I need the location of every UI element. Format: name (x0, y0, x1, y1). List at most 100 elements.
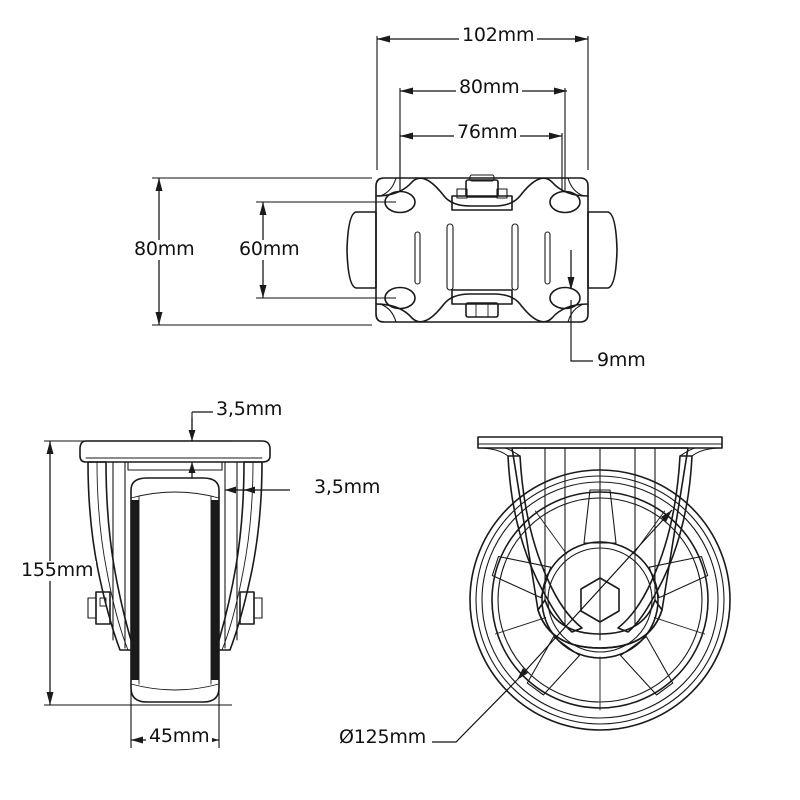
wheel-crown-bottom (130, 683, 220, 691)
axle-bolt-tip-right (253, 597, 263, 619)
fork-leg-left (87, 461, 135, 651)
arrow-60-bottom (259, 285, 267, 298)
arrow-35-top-up (188, 462, 196, 473)
arrow-80h-right (554, 87, 567, 95)
fork-leg-left-inner (96, 461, 129, 651)
spoke-seam-2 (653, 617, 706, 635)
wheel-side-view (432, 436, 731, 743)
wheel-spokes (491, 489, 709, 696)
axle-cap-right (587, 211, 618, 289)
hex-axle-nut (580, 577, 620, 623)
arrow-76-right (549, 132, 562, 140)
wheel-ring-3 (481, 481, 719, 719)
arrow-155-bottom (46, 692, 54, 705)
axle-bolt-facet-left (99, 597, 107, 607)
hub-ring-inner (547, 547, 653, 653)
spoke-seam-5 (534, 510, 567, 555)
diameter-leader-line (516, 509, 673, 681)
arrow-155-top (46, 441, 54, 454)
corner-relief-br (579, 303, 589, 323)
bracket-leg-right (617, 455, 693, 633)
diameter-arrow-upper (661, 510, 672, 522)
dim-label-bolt-hole: 9mm (594, 350, 649, 371)
bracket-yoke-bottom (537, 599, 663, 649)
dim-label-plate-thickness: 3,5mm (213, 399, 286, 420)
plate-waist-bottom (375, 293, 589, 323)
slot-4 (544, 231, 551, 285)
axle-nut-cap-top (469, 174, 495, 182)
corner-relief-bl (375, 303, 385, 323)
tread-edge-lines (138, 495, 212, 685)
dim-label-bolt-spacing-short: 60mm (236, 239, 303, 260)
plate-waist-top (375, 177, 589, 207)
tread-band-left (131, 500, 139, 680)
spoke-4 (526, 636, 580, 696)
dim-label-wheel-diameter: Ø125mm (336, 727, 430, 748)
axle-boss-bottom (451, 289, 513, 305)
arrow-60-top (259, 202, 267, 215)
side-top-plate (477, 436, 723, 449)
inner-arc-br (567, 303, 585, 323)
arrow-9mm (567, 277, 575, 290)
arrow-80v-bottom (155, 312, 163, 325)
axle-boss-top (451, 195, 513, 211)
spoke-seam-4 (494, 617, 547, 635)
front-plate-boss (127, 461, 223, 471)
diameter-leader-tail (432, 679, 518, 743)
axle-cap-left (346, 211, 377, 289)
spoke-1 (583, 489, 617, 544)
arrow-102-left (377, 35, 390, 43)
arrow-80v-top (155, 178, 163, 191)
front-elevation-view (79, 440, 271, 703)
leader-9mm (570, 300, 593, 362)
dim-label-overall-height: 155mm (18, 560, 97, 581)
bolt-hole-top-right (549, 190, 581, 214)
axle-nut-top (465, 179, 499, 198)
dim-label-bolt-spacing-inner: 76mm (454, 122, 521, 143)
bolt-hole-bottom-right (549, 286, 581, 310)
arrow-80h-left (400, 87, 413, 95)
spoke-5 (491, 555, 552, 599)
spoke-2 (648, 555, 709, 599)
tread-band-right (211, 500, 219, 680)
inner-arc-tl (379, 177, 397, 197)
axle-nut-bottom (465, 302, 499, 318)
axle-washer-top-left (456, 188, 468, 199)
dim-label-fork-thickness: 3,5mm (311, 477, 384, 498)
dim-label-bolt-spacing-long: 80mm (456, 77, 523, 98)
top-plate-view (346, 174, 618, 323)
wheel-ring-2 (475, 475, 725, 725)
axle-bolt-head-left (95, 591, 111, 625)
axle-washer-top-right (496, 188, 508, 199)
slot-1 (414, 231, 421, 285)
arrow-45-left (131, 736, 143, 744)
diameter-arrow-lower (517, 668, 528, 680)
dim-label-wheel-width: 45mm (146, 726, 213, 747)
spoke-3 (620, 636, 674, 696)
axle-nut-bottom-facets (475, 302, 489, 318)
arrow-76-left (400, 132, 413, 140)
arrow-35-right-left (225, 486, 236, 494)
wheel-outer-circle (469, 469, 731, 731)
axle-bolt-head-right (239, 591, 255, 625)
axle-bolt-tip-left (87, 597, 97, 619)
wheel-body-front (130, 477, 220, 703)
corner-relief-tr (579, 177, 589, 197)
plate-outline (375, 177, 589, 323)
dim-label-plate-depth: 80mm (131, 239, 198, 260)
slot-2 (446, 223, 454, 291)
top-view-dimension-set (152, 35, 593, 362)
dim-label-plate-width: 102mm (459, 25, 538, 46)
arrow-35-top-down (188, 430, 196, 441)
slot-3 (511, 223, 519, 291)
inner-arc-tr (567, 177, 585, 197)
bracket-leg-left (507, 455, 583, 633)
fork-leg-right-inner (221, 461, 254, 651)
arrow-102-right (575, 35, 588, 43)
corner-relief-tl (375, 177, 385, 197)
front-top-plate (79, 440, 271, 463)
inner-arc-bl (379, 303, 397, 323)
arrow-35-right-right (244, 486, 255, 494)
